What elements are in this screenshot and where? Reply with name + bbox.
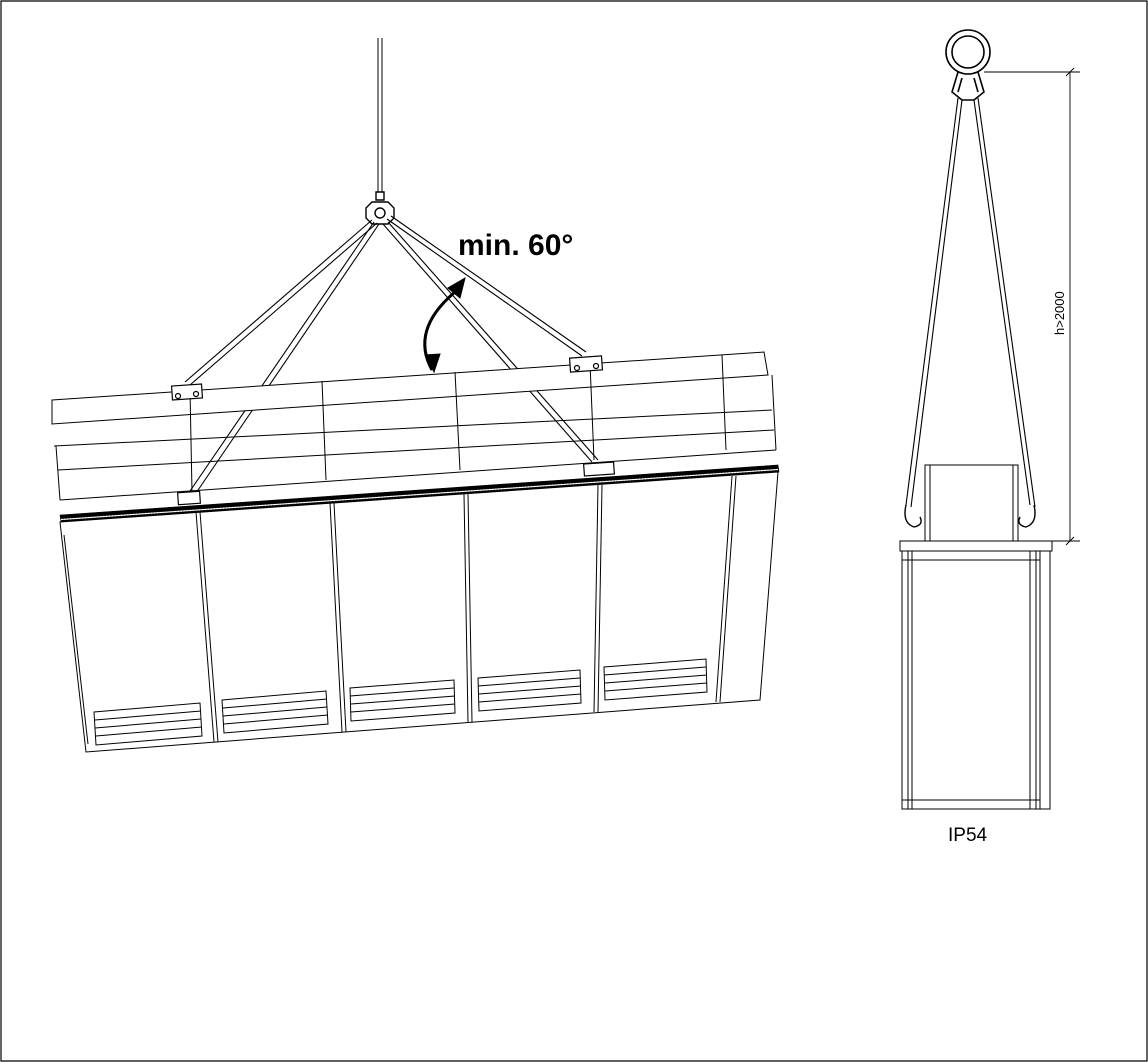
height-label: h>2000 bbox=[1052, 291, 1067, 335]
side-slings bbox=[906, 98, 1035, 507]
sling-hook-right bbox=[1019, 505, 1035, 527]
angle-arrowhead-top bbox=[448, 278, 465, 298]
vent-louvre-icon bbox=[94, 659, 707, 745]
lifting-lug-icon bbox=[172, 356, 615, 505]
side-elevation-view: h>2000 IP54 bbox=[900, 30, 1080, 846]
height-dimension bbox=[984, 68, 1080, 545]
side-top-plate bbox=[900, 541, 1052, 551]
serrated-edge bbox=[60, 465, 779, 522]
cabinet-body bbox=[60, 472, 778, 752]
side-cabinet bbox=[902, 551, 1050, 809]
angle-label: min. 60° bbox=[458, 229, 573, 262]
tilted-cabinet-view: min. 60° bbox=[52, 38, 779, 752]
variant-label: IP54 bbox=[948, 825, 988, 846]
angle-arrowhead-bottom bbox=[425, 354, 440, 372]
lifting-ring-icon bbox=[946, 30, 990, 100]
crane-hook-icon bbox=[366, 192, 394, 224]
side-roof-box bbox=[925, 465, 1018, 541]
lifting-slings bbox=[185, 216, 598, 496]
crane-rope bbox=[378, 38, 382, 193]
sling-hook-left bbox=[905, 505, 921, 527]
